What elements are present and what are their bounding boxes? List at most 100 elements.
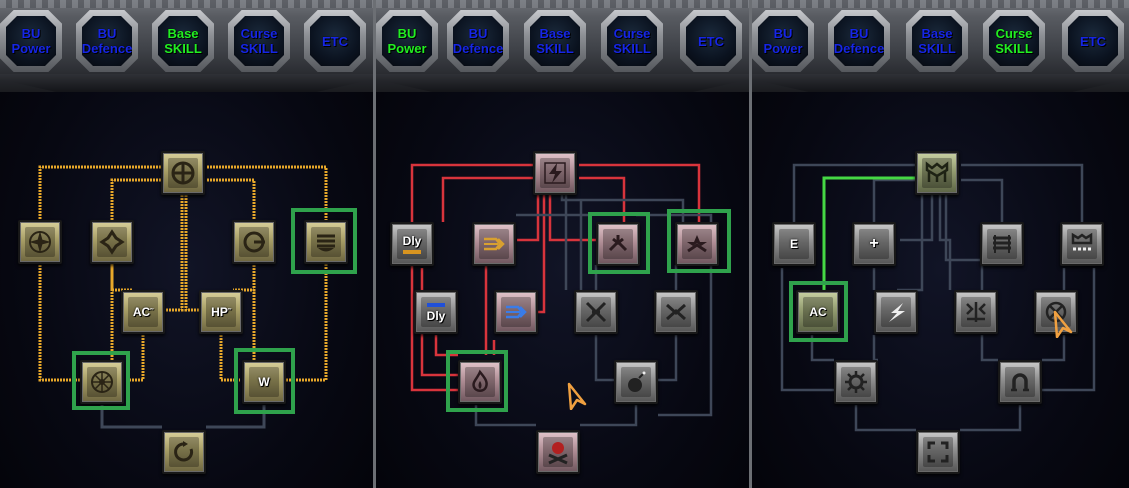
- w-cycle-icon: W: [249, 367, 279, 397]
- panel-divider: [373, 0, 376, 488]
- tab-curse-skill[interactable]: Curse SKILL: [228, 10, 290, 72]
- skill-panel-bu-power: BU Power BU Defence Base SKILL Curse SKI…: [376, 0, 749, 488]
- tab-label: Curse SKILL: [240, 26, 278, 56]
- ac-up-icon: AC˜: [128, 297, 158, 327]
- tab-label: Curse SKILL: [613, 26, 651, 56]
- panel-divider: [749, 0, 752, 488]
- skill-corners[interactable]: [916, 430, 960, 474]
- plus-crest-icon: +: [859, 229, 889, 259]
- mouse-cursor-icon: [1053, 310, 1073, 338]
- skill-wheel[interactable]: [80, 360, 124, 404]
- tab-etc[interactable]: ETC: [1062, 10, 1124, 72]
- shuriken-icon: [99, 229, 125, 255]
- tab-base-skill[interactable]: Base SKILL: [906, 10, 968, 72]
- tab-label: Base SKILL: [536, 26, 574, 56]
- skill-text: Dly: [426, 308, 446, 323]
- skill-lightning-down[interactable]: [874, 290, 918, 334]
- skill-star-chevron[interactable]: [675, 222, 719, 266]
- skill-e-crest[interactable]: E: [772, 222, 816, 266]
- skill-x-blades[interactable]: [574, 290, 618, 334]
- skill-compass[interactable]: [18, 220, 62, 264]
- skill-x-chevron[interactable]: [654, 290, 698, 334]
- tab-label: ETC: [322, 33, 348, 49]
- x-chevron-icon: [666, 303, 686, 321]
- skill-text: AC: [132, 305, 151, 319]
- tab-bu-defence[interactable]: BU Defence: [828, 10, 890, 72]
- skill-gear[interactable]: [834, 360, 878, 404]
- tab-label: BU Power: [387, 26, 427, 56]
- skill-text: HP: [211, 305, 228, 319]
- tab-etc[interactable]: ETC: [680, 10, 742, 72]
- wheel-icon: [91, 371, 113, 393]
- skill-panel-curse: BU Power BU Defence Base SKILL Curse SKI…: [752, 0, 1129, 488]
- arrow-circle-icon: [243, 231, 265, 253]
- skill-bomb[interactable]: [614, 360, 658, 404]
- skill-text: Dly: [402, 233, 422, 248]
- blue-chevrons-icon: [506, 305, 527, 319]
- tab-bu-power[interactable]: BU Power: [376, 10, 438, 72]
- skill-cross-blades[interactable]: [596, 222, 640, 266]
- tab-bu-power[interactable]: BU Power: [752, 10, 814, 72]
- mouse-cursor-icon: [567, 382, 587, 410]
- bomb-icon: [628, 371, 646, 392]
- x-blades-icon: [585, 301, 607, 323]
- tab-bu-power[interactable]: BU Power: [0, 10, 62, 72]
- skill-text: +: [869, 235, 879, 252]
- skill-connections: [780, 163, 1096, 432]
- tab-base-skill[interactable]: Base SKILL: [524, 10, 586, 72]
- skill-ac-crest[interactable]: AC: [796, 290, 840, 334]
- skill-crosslines[interactable]: [954, 290, 998, 334]
- cross-blades-icon: [608, 235, 628, 252]
- skill-crown-crest[interactable]: [915, 151, 959, 195]
- skill-skull[interactable]: [536, 430, 580, 474]
- skill-flame[interactable]: [458, 360, 502, 404]
- compass-icon: [29, 231, 51, 253]
- gold-chevrons-icon: [484, 237, 505, 251]
- skill-dly-up[interactable]: Dly: [390, 222, 434, 266]
- skill-text: AC: [809, 305, 827, 319]
- tab-curse-skill[interactable]: Curse SKILL: [601, 10, 663, 72]
- stacked-bars-icon: [317, 234, 335, 252]
- lightning-down-icon: [889, 303, 905, 322]
- skill-hp-up[interactable]: HP˜: [199, 290, 243, 334]
- skill-arrow-circle[interactable]: [232, 220, 276, 264]
- skill-panel-base: BU Power BU Defence Base SKILL Curse SKI…: [0, 0, 373, 488]
- star-chevron-icon: [687, 235, 707, 253]
- tab-etc[interactable]: ETC: [304, 10, 366, 72]
- skill-recycle[interactable]: [162, 430, 206, 474]
- tab-label: BU Power: [763, 26, 803, 56]
- skill-gauge-crest[interactable]: [1060, 222, 1104, 266]
- tab-label: BU Defence: [452, 26, 504, 56]
- tab-curse-skill[interactable]: Curse SKILL: [983, 10, 1045, 72]
- tab-label: BU Power: [11, 26, 51, 56]
- skill-horseshoe[interactable]: [998, 360, 1042, 404]
- crosslines-icon: [966, 302, 986, 322]
- skill-w-cycle[interactable]: W: [242, 360, 286, 404]
- e-crest-icon: E: [779, 229, 809, 259]
- tab-bu-defence[interactable]: BU Defence: [76, 10, 138, 72]
- tab-label: Curse SKILL: [995, 26, 1033, 56]
- skill-dly-down[interactable]: Dly: [414, 290, 458, 334]
- skill-lightning-crest[interactable]: [533, 151, 577, 195]
- skill-bars-crest[interactable]: [980, 222, 1024, 266]
- gauge-crest-icon: [1071, 232, 1093, 251]
- skill-blue-chevrons[interactable]: [494, 290, 538, 334]
- skill-stacked-bars[interactable]: [304, 220, 348, 264]
- skill-ac-up[interactable]: AC˜: [121, 290, 165, 334]
- corners-icon: [927, 441, 949, 463]
- tab-label: BU Defence: [833, 26, 885, 56]
- tab-bu-defence[interactable]: BU Defence: [447, 10, 509, 72]
- flame-icon: [472, 369, 488, 392]
- skill-gold-chevrons[interactable]: [472, 222, 516, 266]
- skill-shuriken[interactable]: [90, 220, 134, 264]
- ac-crest-icon: AC: [803, 297, 833, 327]
- tab-base-skill[interactable]: Base SKILL: [152, 10, 214, 72]
- crown-crest-icon: [925, 161, 949, 182]
- skill-plus-crest[interactable]: +: [852, 222, 896, 266]
- gear-icon: [845, 371, 867, 393]
- skill-crosshair[interactable]: [161, 151, 205, 195]
- skull-icon: [548, 442, 568, 465]
- hp-up-icon: HP˜: [206, 297, 236, 327]
- crosshair-icon: [171, 161, 195, 185]
